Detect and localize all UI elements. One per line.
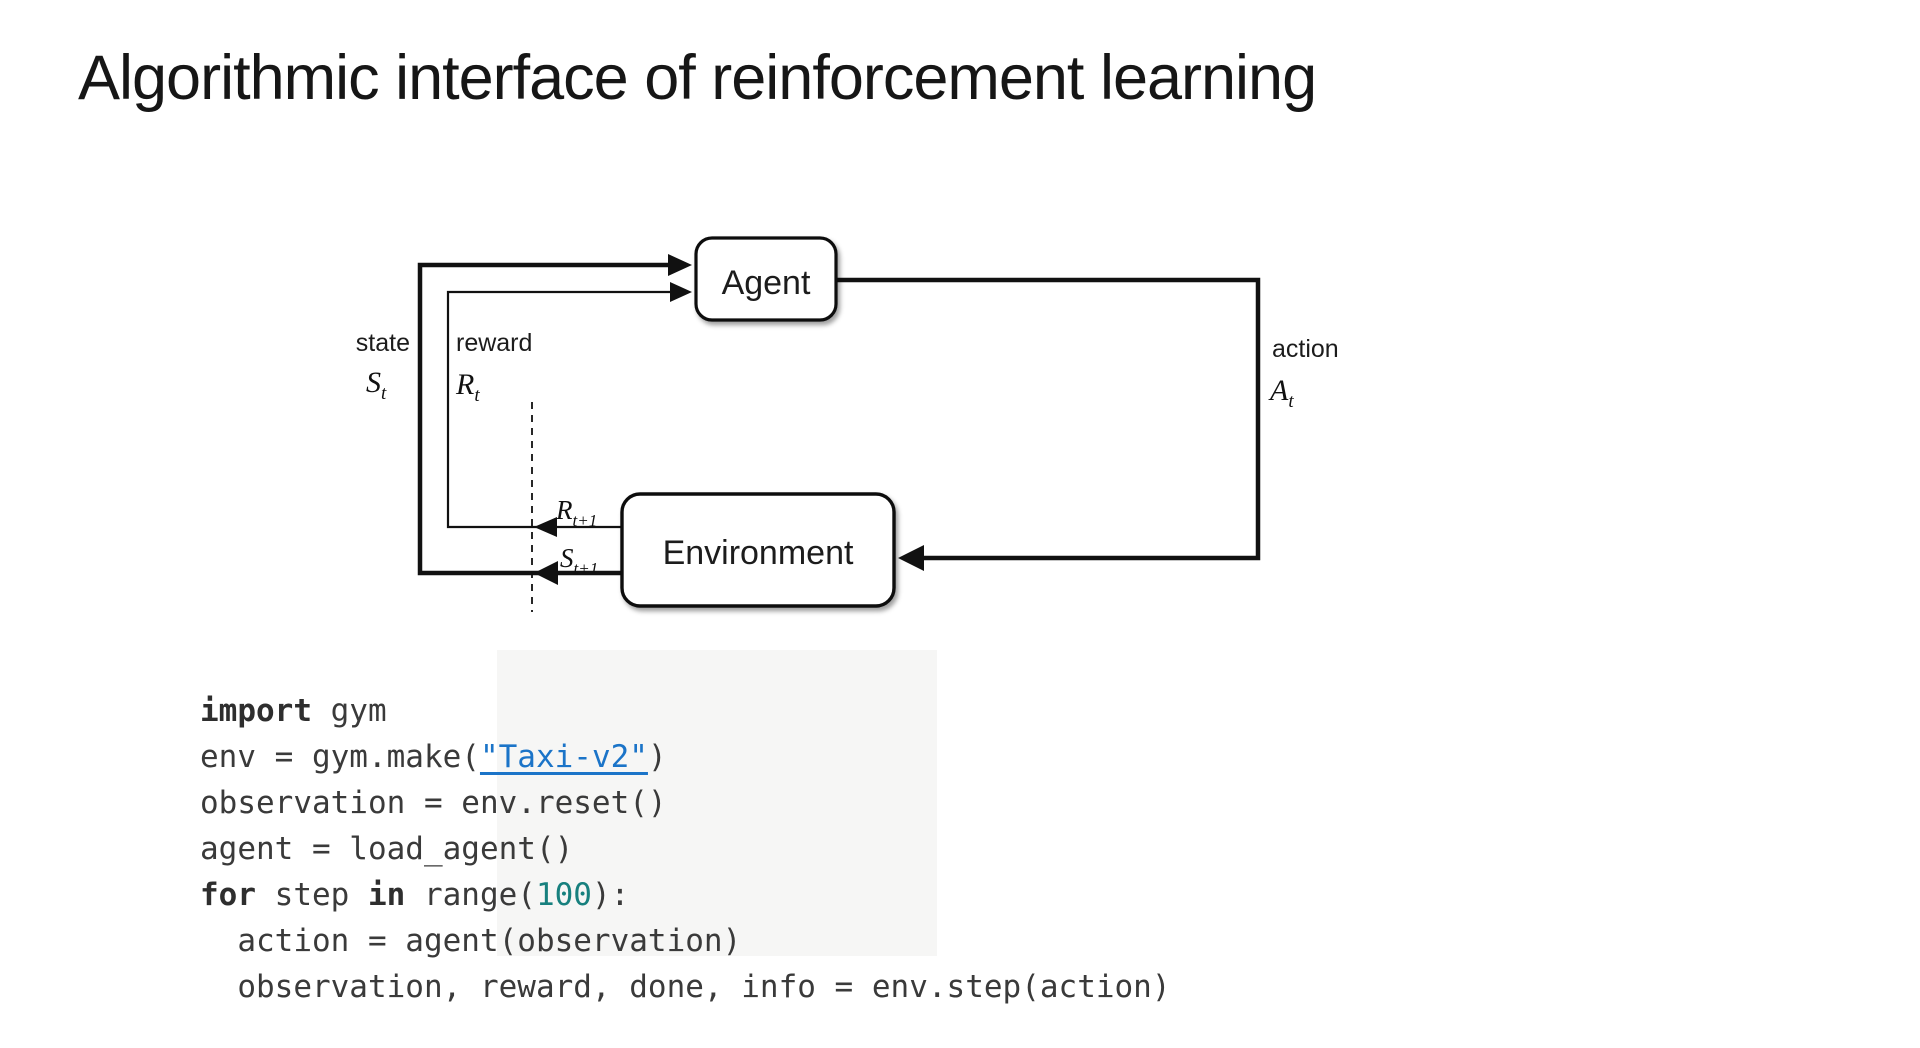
code-keyword: for: [200, 877, 256, 913]
code-text: observation = env.reset(): [200, 785, 667, 821]
action-label: action: [1272, 335, 1339, 363]
state-next-arrowhead: [534, 561, 558, 585]
state-into-agent-arrowhead: [668, 254, 692, 276]
code-line: observation, reward, done, info = env.st…: [200, 964, 1171, 1010]
state-next-symbol: St+1: [560, 543, 598, 578]
taxi-v2-link[interactable]: "Taxi-v2": [479, 739, 648, 775]
code-line: env = gym.make("Taxi-v2"): [200, 734, 1171, 780]
reward-into-agent-arrowhead: [670, 282, 692, 302]
reward-next-arrowhead: [534, 517, 557, 537]
action-symbol: At: [1268, 374, 1294, 412]
reward-symbol: Rt: [455, 368, 480, 406]
agent-box: [694, 236, 838, 322]
code-line: for step in range(100):: [200, 872, 1171, 918]
code-line: import gym: [200, 688, 1171, 734]
code-text: gym: [311, 693, 387, 729]
reward-next-symbol: Rt+1: [555, 495, 597, 530]
code-background-artifact: [497, 650, 937, 956]
state-loop-line: [417, 262, 670, 576]
agent-label: Agent: [722, 264, 811, 302]
code-keyword: import: [200, 693, 312, 729]
state-symbol: St: [366, 366, 387, 404]
code-text: step: [256, 877, 368, 913]
action-line: [836, 277, 1261, 561]
code-keyword: in: [367, 877, 406, 913]
slide-title: Algorithmic interface of reinforcement l…: [78, 43, 1317, 113]
code-number: 100: [535, 877, 592, 913]
code-text: range(: [405, 877, 536, 913]
reward-label: reward: [456, 329, 532, 357]
code-line: agent = load_agent(): [200, 826, 1171, 872]
code-line: observation = env.reset(): [200, 780, 1171, 826]
code-text: ):: [591, 877, 630, 913]
action-into-environment-arrowhead: [898, 545, 924, 571]
state-label: state: [356, 329, 410, 357]
environment-box: [620, 492, 896, 608]
code-line: action = agent(observation): [200, 918, 1171, 964]
environment-label: Environment: [663, 534, 854, 572]
reward-loop-line: [446, 290, 672, 529]
code-text: action = agent(observation): [200, 923, 742, 959]
code-text: ): [647, 739, 667, 775]
code-text: env = gym.make(: [200, 739, 480, 775]
code-text: observation, reward, done, info = env.st…: [200, 969, 1171, 1005]
code-text: agent = load_agent(): [200, 831, 574, 867]
